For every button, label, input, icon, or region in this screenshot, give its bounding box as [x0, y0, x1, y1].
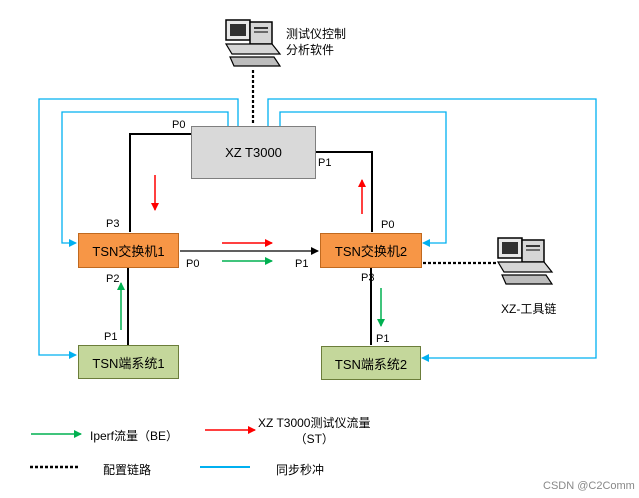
legend-xz-line2: （ST） [294, 432, 334, 446]
physical-links [127, 133, 373, 345]
port-t3000-p1: P1 [318, 157, 332, 169]
config-links [251, 70, 497, 265]
control-software-line1: 测试仪控制 [286, 27, 347, 41]
legend-xz-line1: XZ T3000测试仪流量 [258, 416, 371, 430]
port-sw2-p0: P0 [381, 219, 395, 231]
port-end2-p1: P1 [376, 333, 390, 345]
port-sw1-p0: P0 [186, 258, 200, 270]
tsn-end1-label: TSN端系统1 [92, 355, 165, 371]
link-t3000-sw2 [316, 151, 373, 232]
xz-t3000-box: XZ T3000 [191, 126, 316, 179]
tsn-end2-label: TSN端系统2 [334, 356, 408, 372]
port-sw2-p3: P3 [361, 272, 375, 284]
port-t3000-p0: P0 [172, 119, 186, 131]
port-sw1-p2: P2 [106, 273, 120, 285]
legend-sync-label: 同步秒冲 [276, 463, 325, 477]
sync-line-inner-right [279, 111, 447, 247]
flow-arrows [117, 175, 385, 330]
sync-lines [38, 98, 597, 362]
sync-line-inner-left [61, 111, 229, 247]
port-end1-p1: P1 [104, 331, 118, 343]
computer-icon [224, 19, 282, 67]
tsn-switch1-label: TSN交换机1 [92, 244, 165, 259]
legend-xz-label: XZ T3000测试仪流量 （ST） [258, 415, 370, 447]
xz-t3000-label: XZ T3000 [225, 145, 282, 160]
sync-line-outer-left [38, 98, 239, 359]
computer-icon [496, 237, 554, 285]
watermark: CSDN @C2Comm [543, 480, 635, 492]
sync-line-outer-right [267, 98, 597, 362]
tsn-switch2-label: TSN交换机2 [334, 244, 408, 259]
control-software-label: 测试仪控制 分析软件 [286, 26, 346, 58]
legend [30, 426, 256, 469]
link-t3000-sw1 [129, 133, 191, 232]
tsn-switch1-box: TSN交换机1 [78, 233, 179, 268]
xz-toolchain-label: XZ-工具链 [501, 302, 557, 316]
legend-iperf-label: Iperf流量（BE） [90, 429, 179, 443]
port-sw2-p1: P1 [295, 258, 309, 270]
legend-config-label: 配置链路 [103, 463, 152, 477]
tsn-end2-box: TSN端系统2 [321, 346, 421, 380]
tsn-end1-box: TSN端系统1 [78, 345, 179, 379]
tsn-switch2-box: TSN交换机2 [320, 233, 422, 268]
port-sw1-p3: P3 [106, 218, 120, 230]
control-software-line2: 分析软件 [286, 43, 335, 57]
